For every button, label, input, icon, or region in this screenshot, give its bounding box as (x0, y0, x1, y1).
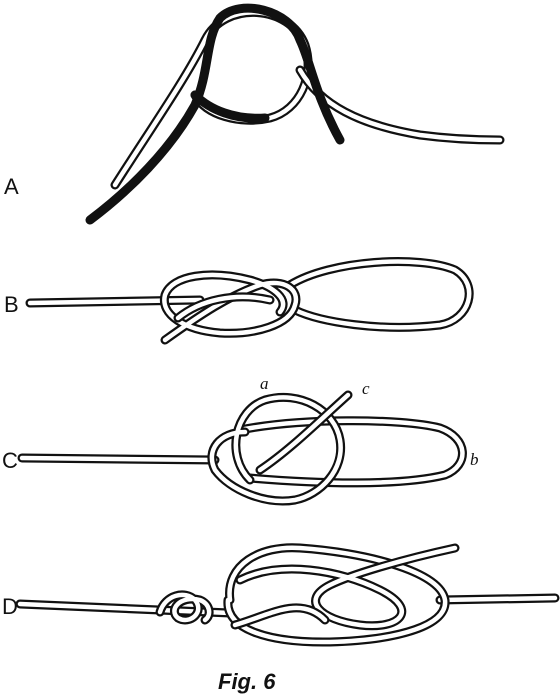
panel-d-label: D (2, 594, 18, 619)
panel-c-drawing (17, 390, 467, 506)
point-b-label: b (470, 450, 479, 469)
point-a-label: a (260, 374, 269, 393)
figure-caption: Fig. 6 (218, 669, 276, 694)
panel-a-label: A (4, 174, 19, 199)
panel-d-drawing (15, 543, 560, 647)
panel-c-label: C (2, 448, 18, 473)
panel-b-drawing (25, 257, 474, 345)
panel-b-label: B (4, 292, 19, 317)
panel-a-drawing (85, 3, 505, 225)
point-c-label: c (362, 379, 370, 398)
